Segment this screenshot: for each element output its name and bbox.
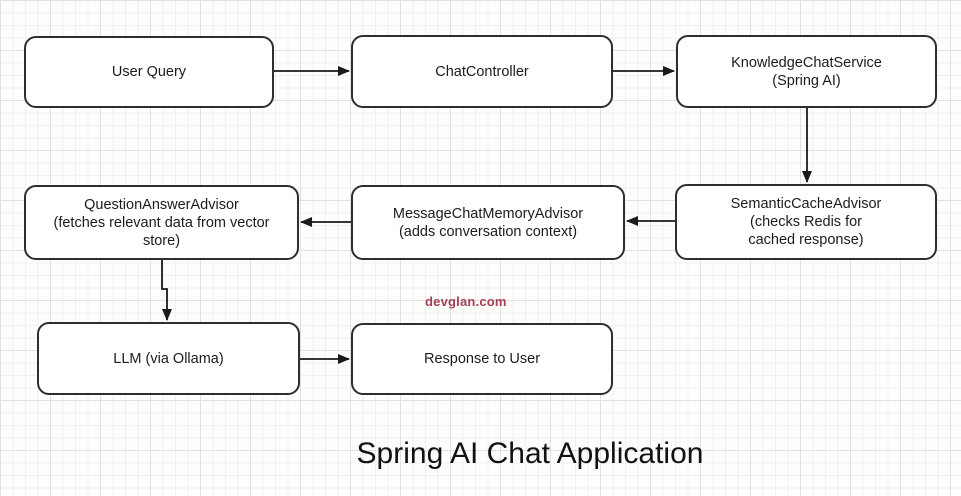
node-llm: LLM (via Ollama) — [37, 322, 300, 395]
node-label: (checks Redis for — [749, 214, 862, 230]
arrow-question-answer-advisor-to-llm — [161, 260, 172, 321]
node-label: cached response) — [748, 232, 864, 248]
node-label: KnowledgeChatService — [731, 54, 882, 71]
node-label: ChatController — [435, 63, 529, 80]
node-chat-controller: ChatController — [351, 35, 613, 108]
node-label: (adds conversation context) — [398, 223, 578, 240]
node-label: SemanticCacheAdvisor — [730, 196, 882, 212]
watermark: devglan.com — [425, 294, 507, 309]
node-response-to-user: Response to User — [351, 323, 613, 395]
diagram-title: Spring AI Chat Application — [356, 437, 704, 470]
node-semantic-cache-advisor: SemanticCacheAdvisor (checks Redis for c… — [675, 184, 937, 260]
node-label: LLM (via Ollama) — [113, 350, 224, 367]
node-knowledge-chat-service: KnowledgeChatService (Spring AI) — [676, 35, 937, 108]
node-question-answer-advisor: QuestionAnswerAdvisor (fetches relevant … — [24, 185, 299, 260]
node-label: QuestionAnswerAdvisor — [84, 196, 239, 213]
node-label: User Query — [111, 64, 187, 80]
node-label: (fetches relevant data from vector — [53, 214, 270, 231]
node-user-query: User Query — [24, 36, 274, 108]
node-label: MessageChatMemoryAdvisor — [392, 205, 584, 222]
node-label: Response to User — [423, 351, 541, 367]
node-message-chat-memory-advisor: MessageChatMemoryAdvisor (adds conversat… — [351, 185, 625, 260]
node-label: (Spring AI) — [772, 72, 841, 89]
node-label: store) — [142, 232, 181, 249]
